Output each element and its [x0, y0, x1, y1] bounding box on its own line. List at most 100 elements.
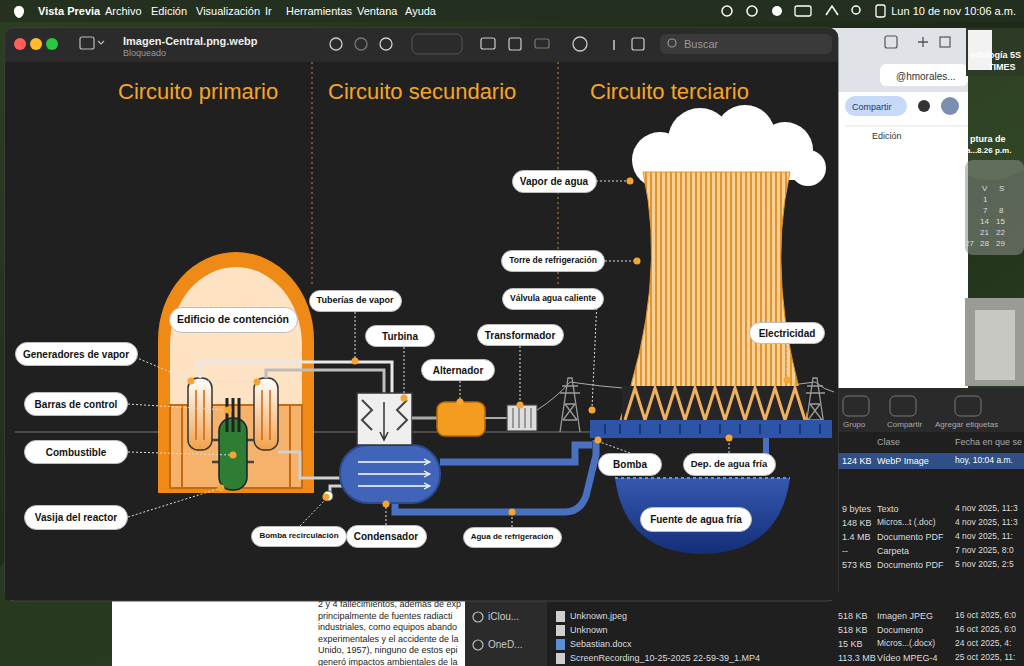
- file-list-text: odología 5S: [970, 50, 1021, 60]
- turbine-and-condenser: [340, 393, 596, 512]
- document-text: industriales, como equipos abando: [318, 622, 457, 632]
- file-list-text: hoy, 10:04 a.m.: [955, 456, 1013, 466]
- calendar-day: 14: [980, 217, 989, 226]
- marker-dots: [188, 178, 791, 516]
- circuit-dividers: [15, 62, 832, 432]
- label-pill: Vasija del reactor: [24, 505, 128, 530]
- calendar-day: 29: [996, 239, 1005, 248]
- label-pill: Bomba: [598, 453, 662, 476]
- part-label: Agua de refrigeración: [471, 533, 554, 542]
- file-list-text: 4 nov 2025, 11:: [955, 532, 1013, 542]
- file-list-text: 7 nov 2025, 8:0: [955, 546, 1014, 556]
- label-pill: Torre de refrigeración: [501, 250, 605, 272]
- label-pill: Barras de control: [24, 392, 128, 416]
- document-text: Unido, 1957), ninguno de estos epi: [318, 645, 458, 655]
- menu-item: Ayuda: [405, 5, 436, 18]
- file-list-text: Clase: [877, 437, 900, 447]
- file-list-text: 4 nov 2025, 11:3: [955, 504, 1018, 514]
- section-heading: Circuito terciario: [590, 79, 749, 104]
- label-pill: Edificio de contención: [169, 307, 298, 333]
- file-list-text: Unknown: [570, 625, 608, 635]
- part-label: Bomba recirculación: [259, 532, 338, 541]
- part-label: Barras de control: [35, 399, 118, 410]
- file-list-text: 1.4 MB: [842, 532, 871, 542]
- part-label: Bomba: [613, 459, 647, 470]
- file-list-text: @hmorales...: [896, 71, 956, 83]
- file-list-text: Agregar etiquetas: [935, 420, 998, 429]
- file-list-text: 15 KB: [838, 639, 863, 649]
- window-title: Bloqueado: [123, 48, 166, 58]
- label-pill: Vapor de agua: [512, 170, 597, 193]
- file-list-text: Fecha en que se a: [955, 437, 1024, 447]
- part-label: Generadores de vapor: [23, 349, 129, 360]
- file-list-text: Compartir: [852, 102, 892, 112]
- label-pill: Electricidad: [749, 322, 825, 344]
- leader-lines: [128, 181, 787, 527]
- label-pill: Condensador: [346, 525, 427, 548]
- file-list-text: Sebastian.docx: [570, 639, 632, 649]
- cooling-tower: [590, 105, 832, 554]
- calendar-day: 8: [999, 206, 1003, 215]
- document-text: 2 y 4 fallecimientos, además de exp: [318, 599, 461, 609]
- calendar-day: 28: [980, 239, 989, 248]
- document-text: experimentales y el accidente de la: [318, 634, 459, 644]
- file-list-text: Documento: [877, 625, 923, 635]
- calendar-day: 21: [980, 228, 989, 237]
- menu-item: Vista Previa: [38, 5, 100, 18]
- file-list-text: 518 KB: [838, 625, 868, 635]
- file-list-text: Edición: [872, 131, 902, 141]
- part-label: Vasija del reactor: [35, 512, 117, 523]
- menu-item: Lun 10 de nov 10:06 a.m.: [891, 5, 1016, 18]
- file-list-text: 573 KB: [842, 560, 872, 570]
- label-pill: Combustible: [24, 440, 128, 464]
- file-list-text: 16 oct 2025, 6:0: [955, 611, 1016, 621]
- file-list-text: a...8.26 p.m.: [966, 146, 1011, 155]
- part-label: Válvula agua caliente: [510, 294, 596, 303]
- file-list-text: --: [842, 546, 848, 556]
- label-pill: Tuberías de vapor: [309, 290, 402, 312]
- file-list-text: Imagen JPEG: [877, 611, 933, 621]
- label-pill: Generadores de vapor: [15, 342, 138, 366]
- file-list-text: 5 nov 2025, 2:5: [955, 560, 1014, 570]
- part-label: Electricidad: [759, 328, 816, 339]
- label-pill: Válvula agua caliente: [502, 288, 604, 310]
- file-list-text: Texto: [877, 504, 899, 514]
- label-pill: Fuente de agua fría: [640, 507, 752, 532]
- file-list-text: Grupo: [843, 420, 865, 429]
- file-list-text: Unknown.jpeg: [570, 611, 627, 621]
- part-label: Dep. de agua fría: [691, 459, 768, 469]
- window-title: Buscar: [684, 38, 718, 51]
- part-label: Transformador: [485, 330, 556, 341]
- file-list-text: Micros...(.docx): [877, 639, 935, 649]
- part-label: Alternador: [433, 365, 484, 376]
- menu-bar: [0, 0, 1024, 22]
- file-list-text: ptura de: [970, 134, 1006, 144]
- file-list-text: Documento PDF: [877, 560, 944, 570]
- file-list-text: ScreenRecording_10-25-2025 22-59-39_1.MP…: [570, 653, 760, 663]
- calendar-day: V: [982, 184, 987, 193]
- file-list-text: OneD...: [488, 639, 522, 651]
- part-label: Vapor de agua: [520, 176, 588, 187]
- label-pill: Dep. de agua fría: [683, 453, 776, 476]
- part-label: Edificio de contención: [177, 314, 289, 326]
- menu-item: Herramientas: [286, 5, 352, 18]
- calendar-day: 7: [983, 206, 987, 215]
- label-pill: Alternador: [421, 359, 495, 381]
- file-list-text: Carpeta: [877, 546, 909, 556]
- menu-item: Ventana: [357, 5, 397, 18]
- file-list-text: 148 KB: [842, 518, 872, 528]
- part-label: Fuente de agua fría: [650, 514, 742, 525]
- file-list-text: TIMES: [988, 62, 1016, 72]
- menu-item: Ir: [265, 5, 272, 18]
- section-heading: Circuito primario: [118, 79, 278, 104]
- containment-building: [158, 252, 314, 493]
- file-list-text: 113.3 MB: [838, 653, 876, 663]
- label-pill: Transformador: [477, 324, 564, 346]
- calendar-day: 22: [996, 228, 1005, 237]
- file-list-text: 4 nov 2025, 11:3: [955, 518, 1018, 528]
- part-label: Turbina: [382, 331, 418, 342]
- file-list-text: 124 KB: [842, 456, 872, 466]
- label-pill: Bomba recirculación: [251, 526, 347, 547]
- label-pill: Turbina: [365, 325, 435, 347]
